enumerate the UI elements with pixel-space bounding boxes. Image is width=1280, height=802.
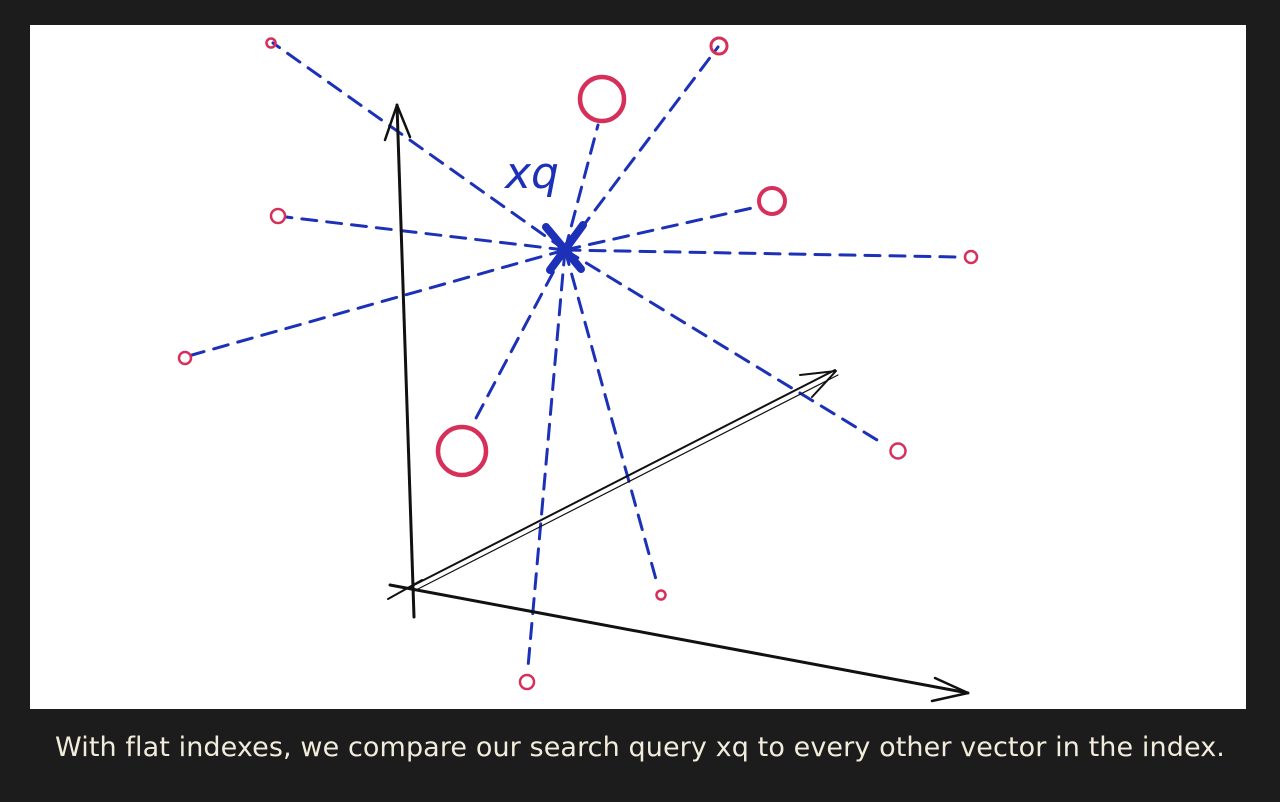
vertical-axis-arrowhead xyxy=(383,103,412,142)
vector-point xyxy=(518,673,536,691)
horizontal-axis-arrowhead xyxy=(930,676,970,703)
distance-line xyxy=(563,206,754,252)
horizontal-axis xyxy=(388,583,970,695)
origin-tick xyxy=(387,579,423,600)
index-vectors xyxy=(177,36,979,691)
flat-index-diagram: xq xyxy=(177,36,979,703)
vertical-axis xyxy=(395,103,416,619)
figure-caption: With flat indexes, we compare our search… xyxy=(55,732,1225,763)
vector-point xyxy=(757,186,787,216)
vector-point xyxy=(177,350,193,366)
vector-point xyxy=(709,36,729,56)
vector-point xyxy=(265,37,277,49)
depth-axis-arrowhead xyxy=(799,370,837,398)
distance-line xyxy=(563,248,884,445)
distance-line xyxy=(563,123,600,252)
distance-line xyxy=(271,41,567,252)
distance-line xyxy=(284,215,567,252)
vector-point xyxy=(889,442,907,460)
vector-point-large xyxy=(435,424,489,478)
distance-line xyxy=(473,248,567,422)
vector-point xyxy=(269,207,287,225)
diagram-panel: xq xyxy=(30,25,1246,709)
vector-point xyxy=(655,589,667,601)
coordinate-axes xyxy=(383,103,970,703)
distance-line xyxy=(526,248,567,669)
distance-line xyxy=(563,45,720,252)
depth-axis xyxy=(409,369,836,588)
distance-lines xyxy=(190,41,960,669)
query-label: xq xyxy=(503,148,559,199)
depth-axis-shadow xyxy=(413,374,839,592)
distance-line xyxy=(563,248,960,259)
query-cross-stroke xyxy=(546,221,587,274)
vector-point xyxy=(963,249,979,265)
distance-line xyxy=(190,248,567,357)
vector-point-large xyxy=(577,74,627,124)
distance-line xyxy=(563,248,659,585)
query-marker xyxy=(542,221,587,274)
